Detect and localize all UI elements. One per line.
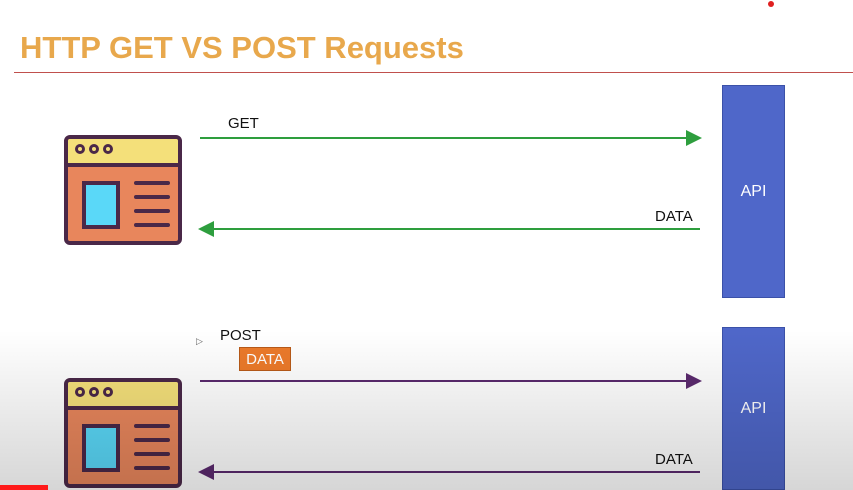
get-response-label: DATA <box>655 208 693 225</box>
window-dot <box>103 144 113 154</box>
video-progress-bar[interactable] <box>0 485 48 490</box>
browser-text-line <box>134 181 170 185</box>
window-dot <box>75 387 85 397</box>
browser-text-line <box>134 452 170 456</box>
window-dot <box>89 387 99 397</box>
api-label: API <box>740 182 767 200</box>
recording-indicator <box>768 1 774 7</box>
browser-image-panel <box>82 424 120 472</box>
post-request-label: POST <box>220 327 261 344</box>
title-divider <box>14 72 853 73</box>
browser-title-bar <box>68 382 178 410</box>
page-title: HTTP GET VS POST Requests <box>20 30 464 65</box>
browser-text-line <box>134 195 170 199</box>
post-response-label: DATA <box>655 451 693 468</box>
window-dot <box>75 144 85 154</box>
browser-text-line <box>134 209 170 213</box>
browser-window-icon <box>64 135 182 245</box>
api-server-box: API <box>722 327 785 490</box>
window-dot <box>89 144 99 154</box>
browser-text-line <box>134 438 170 442</box>
get-request-label: GET <box>228 115 259 132</box>
mouse-cursor-icon: ▷ <box>196 336 203 346</box>
window-dot <box>103 387 113 397</box>
post-payload-badge: DATA <box>239 347 291 371</box>
browser-window-icon <box>64 378 182 488</box>
api-label: API <box>740 399 767 417</box>
browser-title-bar <box>68 139 178 167</box>
browser-image-panel <box>82 181 120 229</box>
browser-text-line <box>134 424 170 428</box>
api-server-box: API <box>722 85 785 298</box>
browser-text-line <box>134 466 170 470</box>
browser-text-line <box>134 223 170 227</box>
